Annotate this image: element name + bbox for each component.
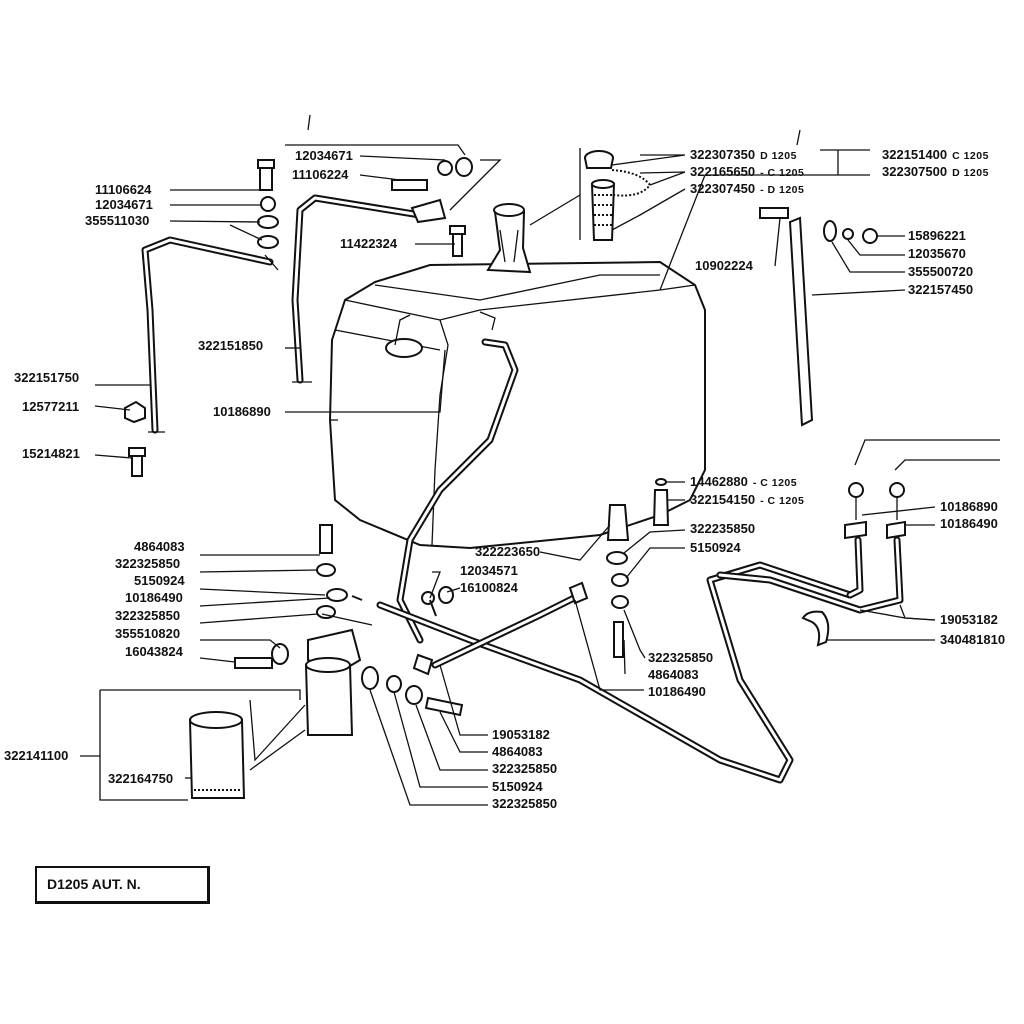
part-label-19053182: 19053182 (940, 612, 998, 627)
part-label-16043824: 16043824 (125, 644, 183, 659)
model-suffix: D 1205 (952, 167, 989, 179)
part-number: 322165650 (690, 164, 756, 179)
part-label-340481810: 340481810 (940, 632, 1006, 647)
part-number: 322307350 (690, 147, 756, 162)
model-designation: D1205 AUT. N. (47, 876, 141, 892)
part-label-322307500: 322307500 D 1205 (882, 165, 989, 180)
part-label-322325850: 322325850 (492, 761, 558, 776)
part-label-355510820: 355510820 (115, 626, 181, 641)
part-label-11422324: 11422324 (340, 236, 398, 251)
part-label-322223650: 322223650 (475, 544, 541, 559)
part-label-5150924: 5150924 (690, 540, 741, 555)
part-label-12035670: 12035670 (908, 246, 966, 261)
part-label-16100824: 16100824 (460, 580, 518, 595)
part-label-10186890: 10186890 (213, 404, 271, 419)
model-suffix: C 1205 (952, 150, 989, 162)
part-label-4864083: 4864083 (648, 667, 699, 682)
part-label-10902224: 10902224 (695, 258, 753, 273)
part-label-10186490: 10186490 (648, 684, 706, 699)
part-label-4864083: 4864083 (492, 744, 543, 759)
tank-strap-middle (291, 194, 447, 384)
part-label-10186490: 10186490 (940, 516, 998, 531)
part-number: 322307500 (882, 164, 948, 179)
part-label-10186890: 10186890 (940, 499, 998, 514)
part-label-19053182: 19053182 (492, 727, 550, 742)
part-label-11106224: 11106224 (292, 167, 349, 182)
model-designation-box: D1205 AUT. N. (35, 866, 210, 904)
tank-outlet-fittings (421, 478, 670, 658)
part-label-322325850: 322325850 (115, 608, 181, 623)
part-label-15214821: 15214821 (22, 446, 80, 461)
part-label-322157450: 322157450 (908, 282, 974, 297)
part-label-322307350: 322307350 D 1205 (690, 148, 797, 163)
fuel-tank (328, 260, 706, 550)
part-label-5150924: 5150924 (492, 779, 543, 794)
part-label-11106624: 11106624 (95, 182, 152, 197)
fuel-filter (188, 524, 464, 799)
model-suffix: - C 1205 (760, 495, 805, 507)
part-label-322151750: 322151750 (14, 370, 80, 385)
tank-strap-left (141, 236, 279, 434)
part-label-322151400: 322151400 C 1205 (882, 148, 989, 163)
part-label-12577211: 12577211 (22, 399, 80, 414)
hardware-top (124, 157, 878, 477)
part-label-12034571: 12034571 (460, 563, 518, 578)
part-label-355500720: 355500720 (908, 264, 974, 279)
part-label-322151850: 322151850 (198, 338, 264, 353)
part-label-4864083: 4864083 (134, 539, 185, 554)
leader-lines (80, 114, 1000, 806)
banjo-fittings-right (801, 482, 906, 647)
part-label-5150924: 5150924 (134, 573, 185, 588)
part-label-322325850: 322325850 (648, 650, 714, 665)
part-label-322325850: 322325850 (492, 796, 558, 811)
part-label-322165650: 322165650 - C 1205 (690, 165, 804, 180)
model-suffix: - D 1205 (760, 184, 805, 196)
part-label-14462880: 14462880 - C 1205 (690, 475, 797, 490)
filler-neck (486, 203, 532, 274)
part-label-15896221: 15896221 (908, 228, 966, 243)
part-label-10186490: 10186490 (125, 590, 183, 605)
part-label-12034671: 12034671 (95, 197, 153, 212)
model-suffix: - C 1205 (752, 477, 798, 489)
part-number: 322154150 (690, 492, 756, 507)
part-label-12034671: 12034671 (295, 148, 353, 163)
part-label-322307450: 322307450 - D 1205 (690, 182, 804, 197)
tank-strap-right (788, 216, 814, 427)
part-number: 14462880 (690, 474, 748, 489)
part-label-355511030: 355511030 (85, 213, 150, 228)
part-label-322164750: 322164750 (108, 771, 174, 786)
part-label-322141100: 322141100 (4, 748, 69, 763)
model-suffix: D 1205 (760, 150, 797, 162)
part-number: 322151400 (882, 147, 948, 162)
model-suffix: - C 1205 (760, 167, 805, 179)
part-label-322154150: 322154150 - C 1205 (690, 493, 804, 508)
filler-cap-strainer (584, 150, 652, 241)
part-label-322325850: 322325850 (115, 556, 181, 571)
part-label-322235850: 322235850 (690, 521, 756, 536)
part-number: 322307450 (690, 181, 756, 196)
